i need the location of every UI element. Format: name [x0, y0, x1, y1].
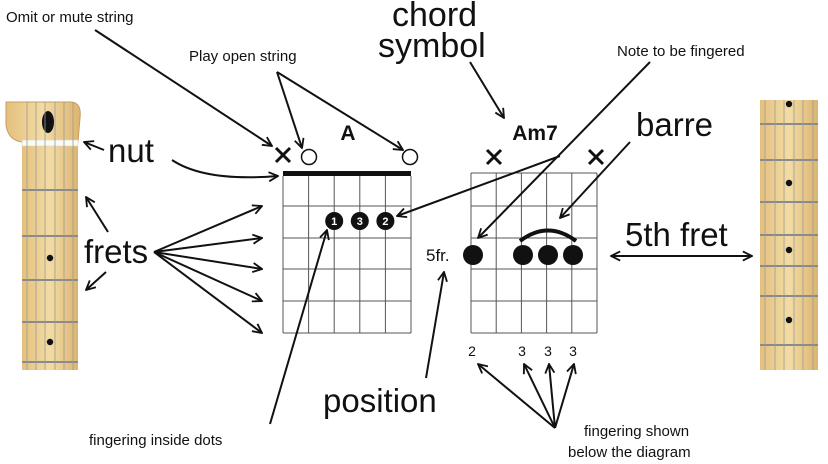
guitar-neck-right: [760, 100, 818, 370]
arrow-to-mute: [94, 29, 272, 146]
neck-left-strings: [26, 102, 74, 370]
arrow-frets-2: [153, 238, 262, 253]
arrow-note-fingered-b: [478, 61, 651, 238]
neck-right-frets: [760, 123, 818, 346]
arrow-frets-4: [153, 251, 262, 301]
label-chord: chord: [392, 0, 477, 34]
chord-a-diagram: A 1 3 2: [274, 122, 419, 334]
arrow-frets-left-2: [86, 271, 107, 290]
mute-marker: [485, 148, 503, 166]
inlay-dot: [46, 254, 54, 262]
finger-dot: 3: [350, 212, 369, 230]
inlay-dot: [46, 338, 54, 346]
label-nut: nut: [108, 132, 154, 169]
finger-number: 2: [382, 216, 388, 228]
arrow-to-open-left: [276, 71, 302, 148]
finger-dot: [538, 245, 558, 265]
label-omit-mute: Omit or mute string: [6, 9, 134, 26]
label-barre: barre: [636, 106, 713, 143]
arrow-note-fingered-a: [397, 155, 561, 216]
inlay-dot: [785, 179, 793, 187]
arrow-frets-1: [153, 206, 262, 253]
finger-dot: 1: [325, 212, 344, 230]
label-fingering-below-1: fingering shown: [584, 423, 689, 440]
chord-am7-diagram: Am7 5fr. 2 3 3 3: [426, 122, 605, 359]
inlay-dot: [785, 246, 793, 254]
arrow-fingering-below-3: [549, 364, 556, 429]
position-label: 5fr.: [426, 246, 450, 265]
arrow-nut-left: [84, 142, 105, 151]
fingering-number: 3: [569, 343, 577, 359]
finger-number: 3: [357, 216, 363, 228]
label-symbol: symbol: [378, 27, 486, 65]
nut-bar: [21, 139, 79, 147]
mute-marker: [274, 146, 292, 164]
chord-am7-name: Am7: [512, 122, 558, 145]
open-string-marker: [300, 148, 318, 166]
finger-dot: [513, 245, 533, 265]
annotation-arrows: [84, 29, 752, 429]
truss-rod-cover: [42, 111, 54, 133]
guitar-neck-left: [5, 101, 81, 370]
label-frets: frets: [84, 233, 148, 270]
inlay-dot: [785, 100, 793, 108]
arrow-frets-left-1: [86, 197, 109, 233]
mute-marker: [587, 148, 605, 166]
open-string-marker: [401, 148, 419, 166]
label-fingering-below-2: below the diagram: [568, 444, 691, 461]
arrow-frets-5: [153, 251, 262, 333]
barre-arc: [518, 228, 578, 243]
label-note-fingered: Note to be fingered: [617, 43, 745, 60]
chord-a-name: A: [340, 122, 355, 145]
arrow-fingering-inside: [269, 230, 327, 425]
label-position: position: [323, 382, 437, 419]
arrow-to-open-right: [276, 71, 403, 150]
finger-dot: 2: [376, 212, 395, 230]
finger-dot: [463, 245, 483, 265]
arrow-frets-3: [153, 251, 262, 269]
finger-number: 1: [331, 216, 337, 228]
chord-a-nut: [283, 171, 411, 176]
label-fingering-inside: fingering inside dots: [89, 432, 222, 449]
label-5th-fret: 5th fret: [625, 216, 728, 253]
finger-dot: [563, 245, 583, 265]
fingering-number: 3: [518, 343, 526, 359]
arrow-position: [425, 272, 444, 379]
arrow-fingering-below-1: [478, 364, 556, 429]
fingering-number: 2: [468, 343, 476, 359]
fingering-number: 3: [544, 343, 552, 359]
arrow-nut-right: [171, 159, 278, 177]
label-play-open: Play open string: [189, 48, 297, 65]
chord-a-grid: [282, 176, 412, 334]
arrow-fingering-below-4: [554, 364, 574, 429]
neck-right-strings: [764, 100, 814, 370]
neck-left-frets: [22, 189, 78, 363]
inlay-dot: [785, 316, 793, 324]
arrow-chord-symbol: [469, 61, 504, 118]
arrow-barre: [560, 141, 631, 218]
arrow-fingering-below-2: [524, 364, 556, 429]
